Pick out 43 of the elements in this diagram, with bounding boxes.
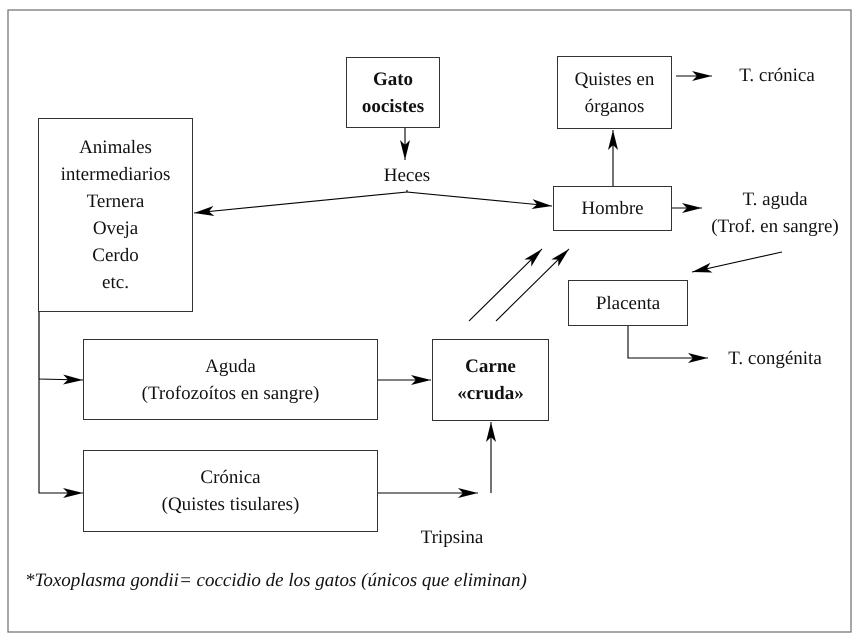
arrow [38, 312, 83, 498]
process-box [83, 339, 378, 420]
arrow [496, 248, 570, 322]
arrow [378, 488, 478, 498]
arrow [378, 375, 431, 385]
box-text: Gato oocistes [360, 68, 426, 118]
process-box [83, 450, 378, 532]
process-box [557, 56, 672, 129]
host-box [38, 118, 193, 312]
outcome-label: (Trof. en sangre) [711, 215, 839, 239]
process-box [553, 186, 672, 231]
arrow [194, 190, 408, 216]
arrow [486, 422, 496, 493]
arrow [608, 130, 618, 186]
node-label: Tripsina [420, 526, 484, 550]
box-text: (Quistes tisulares) [162, 493, 300, 517]
box-text: etc. [102, 271, 129, 295]
box-text: Placenta [596, 292, 660, 316]
process-box [568, 280, 688, 326]
box-text: (Trofozoítos en sangre) [142, 382, 320, 406]
box-text: Carne «cruda» [456, 355, 525, 406]
source-box [346, 57, 440, 128]
arrow [672, 203, 702, 213]
box-text: Aguda [205, 354, 256, 378]
arrow [676, 71, 712, 81]
outcome-label: T. aguda [742, 188, 808, 212]
box-text: Oveja [92, 217, 138, 241]
node-label: Heces [384, 164, 430, 188]
arrow [406, 190, 552, 210]
source-box [432, 339, 549, 421]
footnote: *Toxoplasma gondii= coccidio de los gatos (únicos que eliminan) [25, 570, 527, 592]
arrow [692, 251, 782, 273]
box-text: Crónica [200, 466, 261, 490]
box-text: Animales intermediarios [60, 136, 172, 187]
outcome-label: T. crónica [739, 64, 815, 88]
outcome-label: T. congénita [728, 346, 822, 370]
box-text: Ternera [86, 190, 144, 214]
arrow [468, 248, 542, 322]
arrow [627, 326, 708, 363]
box-text: Cerdo [92, 244, 139, 268]
box-text: Quistes en órganos [574, 68, 656, 118]
box-text: Hombre [581, 197, 644, 221]
arrow [400, 128, 410, 160]
